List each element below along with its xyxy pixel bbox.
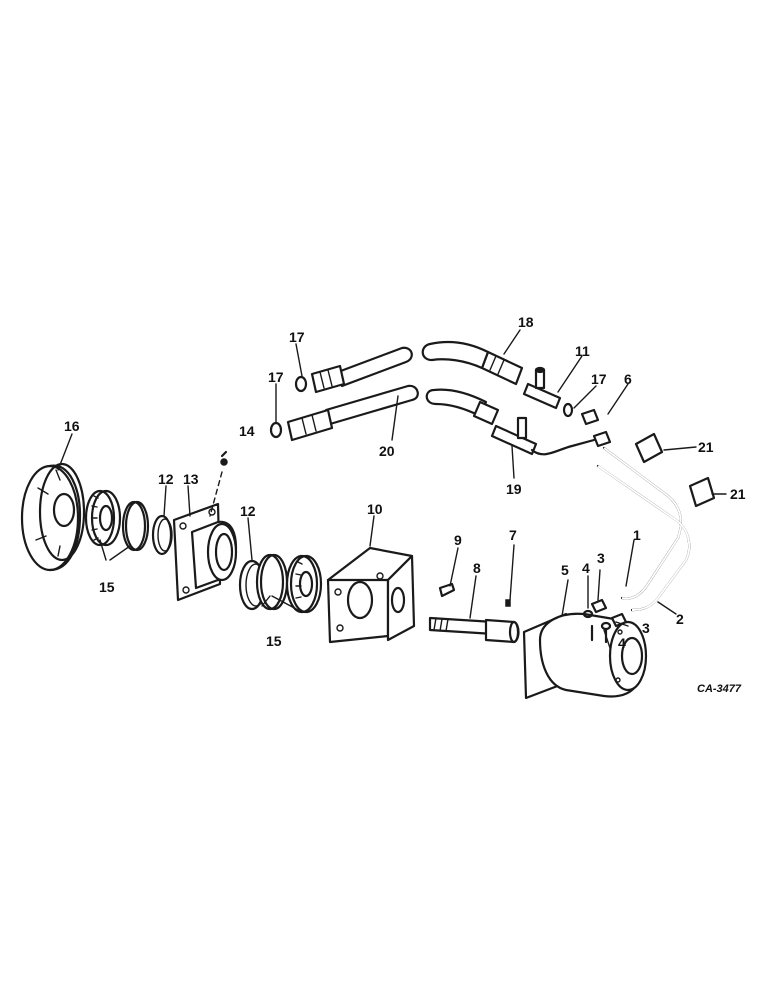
callout-17-lower: 17 <box>268 369 284 385</box>
hose-end-fitting-upper-left <box>310 364 346 394</box>
callout-6: 6 <box>624 371 632 387</box>
part-18-hose-fitting <box>480 350 524 386</box>
callout-21-upper: 21 <box>698 439 714 455</box>
part-8-drive-shaft <box>428 616 520 644</box>
part-1-tube <box>602 446 682 600</box>
callout-11: 11 <box>575 343 590 359</box>
part-4-o-ring-lower <box>600 621 612 631</box>
part-13-bearing-housing <box>172 502 238 602</box>
part-6-adapter <box>580 408 612 448</box>
drawing-code: CA-3477 <box>697 683 742 695</box>
hose-end-fitting-lower-left <box>286 408 334 442</box>
part-15-right-cup <box>255 553 289 611</box>
part-9-key <box>438 582 456 598</box>
part-17-o-ring-right <box>562 402 574 418</box>
part-17-o-ring-lower-left <box>269 421 283 439</box>
callout-17-right: 17 <box>591 371 607 387</box>
part-11-tee <box>522 366 562 410</box>
part-15-right-bearing <box>285 554 323 614</box>
callout-4-lower: 4 <box>618 635 626 651</box>
part-15-left-cup <box>121 500 150 552</box>
part-2-tube <box>596 464 691 612</box>
part-21-clamp-lower <box>688 476 716 508</box>
callout-3-upper: 3 <box>597 550 605 566</box>
part-5-hydraulic-motor <box>522 612 648 700</box>
callout-12-left: 12 <box>158 471 174 487</box>
callout-12-right: 12 <box>240 503 256 519</box>
callout-2: 2 <box>676 611 684 627</box>
callout-3-lower: 3 <box>642 620 650 636</box>
part-4-o-ring-upper <box>582 609 594 619</box>
callout-7: 7 <box>509 527 517 543</box>
part-3-fitting-upper <box>590 598 608 614</box>
part-10-mounting-bracket <box>326 546 416 644</box>
part-19-tee <box>490 416 596 456</box>
callout-5: 5 <box>561 562 569 578</box>
part-20-upper-hose <box>336 341 490 388</box>
callout-16: 16 <box>64 418 80 434</box>
callout-4-upper: 4 <box>582 560 590 576</box>
callout-9: 9 <box>454 532 462 548</box>
callout-21-lower: 21 <box>730 486 746 502</box>
part-12-left-seal <box>151 514 173 556</box>
part-15-left-bearing <box>84 489 122 547</box>
callout-15-left: 15 <box>99 579 115 595</box>
callout-20: 20 <box>379 443 395 459</box>
callout-13: 13 <box>183 471 199 487</box>
part-17-o-ring-upper-left <box>294 375 308 393</box>
callout-8: 8 <box>473 560 481 576</box>
part-14-grease-fitting <box>209 450 228 517</box>
part-3-fitting-lower <box>610 612 628 628</box>
callout-14: 14 <box>239 423 255 439</box>
callout-19: 19 <box>506 481 522 497</box>
callout-10: 10 <box>367 501 383 517</box>
part-7-set-screw <box>505 599 511 607</box>
part-20-lower-hose <box>324 384 500 426</box>
callout-17-upper: 17 <box>289 329 305 345</box>
callout-18: 18 <box>518 314 534 330</box>
callout-15-right: 15 <box>266 633 282 649</box>
part-21-clamp-upper <box>634 432 664 464</box>
callout-1: 1 <box>633 527 641 543</box>
leader-lines <box>57 329 727 649</box>
part-16-flange-disc <box>20 462 86 572</box>
